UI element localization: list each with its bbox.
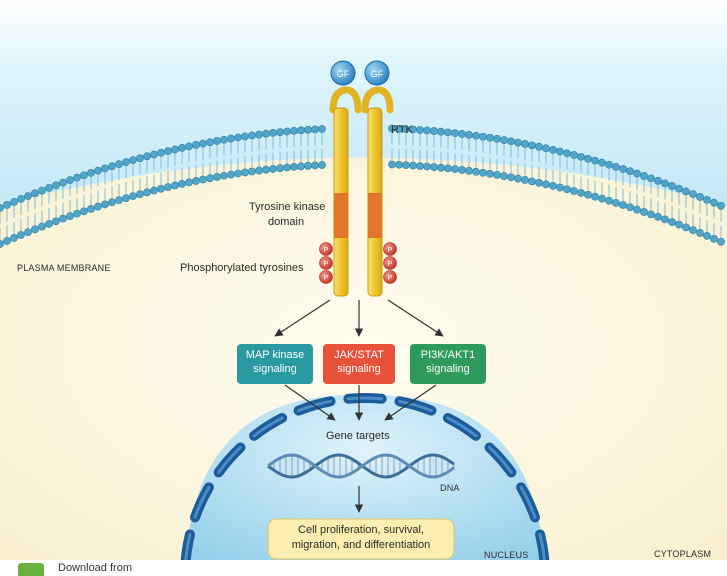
- gene-targets-label: Gene targets: [326, 430, 390, 442]
- phospho-label-left-2: P: [324, 261, 329, 268]
- map-kinase-line1: MAP kinase: [245, 349, 305, 361]
- phospho-tyrosine-right-1: [383, 242, 397, 256]
- outcome-line1: Cell proliferation, survival,: [298, 524, 424, 536]
- outcome-line2: migration, and differentiation: [291, 539, 431, 551]
- pi3k-akt-box: PI3K/AKT1 signaling: [410, 344, 486, 384]
- plasma-membrane: [0, 124, 725, 248]
- pi3k-akt-line1: PI3K/AKT1: [420, 349, 476, 361]
- phospho-tyrosine-left-2: [319, 256, 333, 270]
- kinase-domain-left: [334, 193, 348, 238]
- phospho-label-left-1: P: [324, 247, 329, 254]
- cytoplasm-label: CYTOPLASM: [654, 549, 712, 559]
- phospho-label-left-3: P: [324, 275, 329, 282]
- phospho-label-right-1: P: [388, 247, 393, 254]
- rtk-label: RTK: [391, 124, 413, 136]
- gf-label-left: GF: [337, 69, 350, 79]
- gf-label-right: GF: [371, 69, 384, 79]
- map-kinase-box: MAP kinase signaling: [237, 344, 313, 384]
- plasma-membrane-label: PLASMA MEMBRANE: [17, 263, 111, 273]
- outcome-box: [267, 518, 455, 560]
- dna-label: DNA: [440, 483, 460, 493]
- phospho-label-right-3: P: [388, 275, 393, 282]
- download-from-text: Download from: [58, 562, 132, 574]
- phospho-tyrosine-left-1: [319, 242, 333, 256]
- rtk-receptor: [329, 86, 394, 297]
- download-logo-icon: [18, 563, 44, 576]
- arrow-map-to-genes: [284, 384, 336, 421]
- phosphorylated-tyrosines-label: Phosphorylated tyrosines: [180, 262, 304, 274]
- growth-factor-left: [330, 60, 356, 86]
- phospho-tyrosine-right-3: [383, 270, 397, 284]
- nucleus-label: NUCLEUS: [484, 550, 529, 560]
- phospho-tyrosine-right-2: [383, 256, 397, 270]
- map-kinase-line2: signaling: [253, 363, 297, 375]
- jak-stat-box: JAK/STAT signaling: [323, 344, 395, 384]
- jak-stat-line2: signaling: [337, 363, 381, 375]
- arrow-to-map-kinase: [274, 299, 331, 337]
- growth-factor-right: [364, 60, 390, 86]
- tyrosine-kinase-label-line1: Tyrosine kinase: [249, 201, 326, 213]
- dna-helix: [267, 453, 455, 479]
- footer-bar: [0, 560, 727, 576]
- nuclear-envelope: [180, 393, 550, 573]
- arrow-pi3k-to-genes: [384, 384, 437, 421]
- phospho-tyrosine-left-3: [319, 270, 333, 284]
- phospho-label-right-2: P: [388, 261, 393, 268]
- kinase-domain-right: [368, 193, 382, 238]
- pi3k-akt-line2: signaling: [426, 363, 470, 375]
- tyrosine-kinase-label-line2: domain: [268, 216, 305, 228]
- arrow-to-pi3k-akt: [387, 299, 444, 337]
- jak-stat-line1: JAK/STAT: [334, 349, 384, 361]
